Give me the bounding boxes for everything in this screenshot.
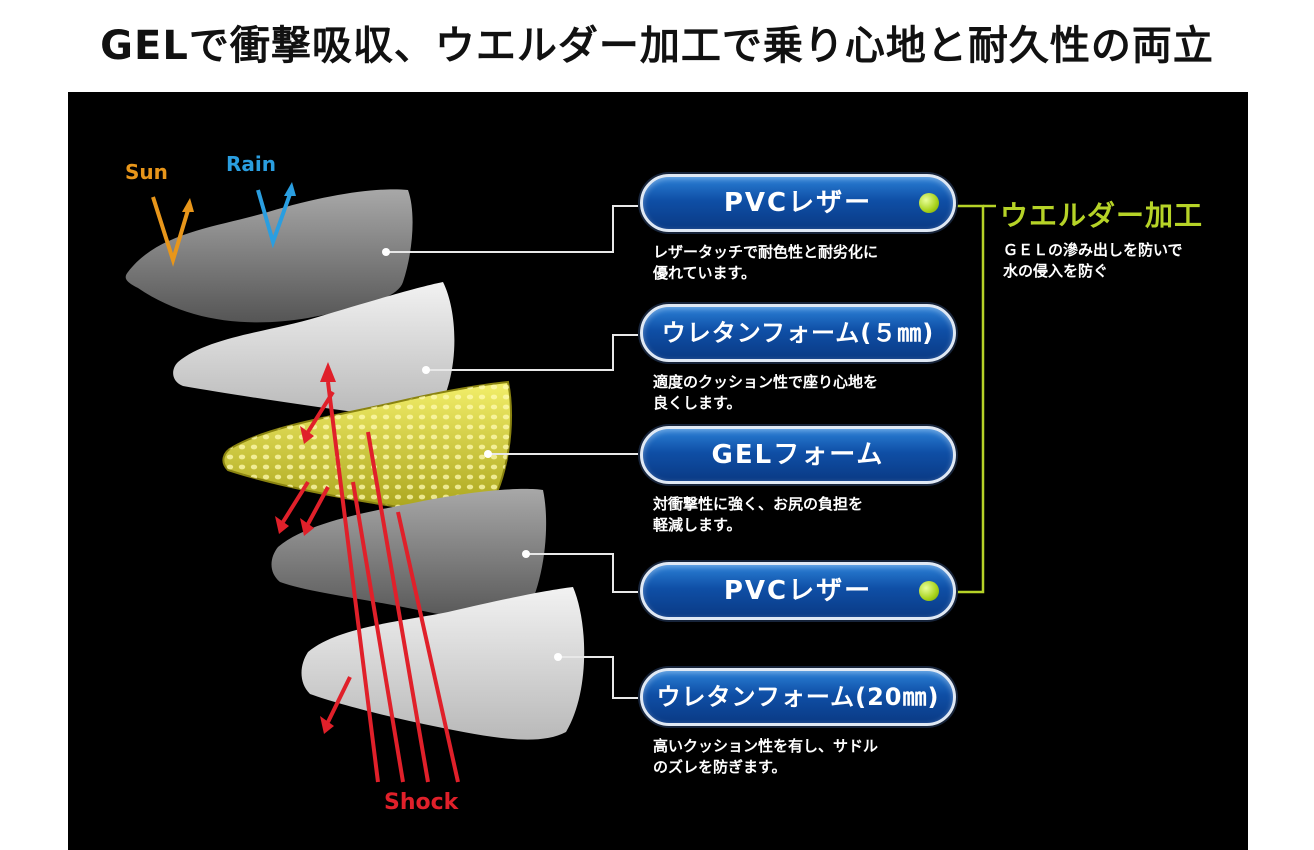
pill-label: ウレタンフォーム(20㎜) [656,683,940,711]
sun-arrow-icon [151,196,194,267]
desc-line: のズレを防ぎます。 [653,758,787,776]
desc-line: 適度のクッション性で座り心地を [653,373,879,391]
welder-title: ウエルダー加工 [1000,199,1204,232]
layer-urethane20-shape [301,587,585,740]
desc-line: ＧＥＬの滲み出しを防いで [1003,241,1183,259]
pvc-leather-top-pill: PVCレザー [640,174,956,232]
pill-label: ウレタンフォーム(５㎜) [661,319,935,347]
leader-lines [386,205,638,699]
leader-dots [382,248,562,661]
urethane-5mm-desc: 適度のクッション性で座り心地を 良くします。 [653,372,878,414]
welder-desc: ＧＥＬの滲み出しを防いで 水の侵入を防ぐ [1003,240,1183,282]
pvc-leather-bottom-pill: PVCレザー [640,562,956,620]
desc-line: 対衝撃性に強く、お尻の負担を [653,495,864,513]
pill-label: PVCレザー [723,188,873,218]
shock-label: Shock [384,790,459,815]
shock-rebound-arrows [275,390,352,734]
connector-dot-icon [919,581,939,601]
rain-arrow-icon [256,182,296,249]
layer-pvc-top-shape [125,189,413,323]
desc-line: レザータッチで耐色性と耐劣化に [653,243,879,261]
pvc-leather-top-desc: レザータッチで耐色性と耐劣化に 優れています。 [653,242,878,284]
desc-line: 水の侵入を防ぐ [1003,262,1109,280]
layer-urethane5-shape [173,282,455,417]
gel-foam-pill: GELフォーム [640,426,956,484]
page-title: GELで衝撃吸収、ウエルダー加工で乗り心地と耐久性の両立 [100,23,1214,69]
urethane-20mm-desc: 高いクッション性を有し、サドル のズレを防ぎます。 [653,736,878,778]
urethane-5mm-pill: ウレタンフォーム(５㎜) [640,304,956,362]
connector-dot-icon [919,193,939,213]
urethane-20mm-pill: ウレタンフォーム(20㎜) [640,668,956,726]
desc-line: 優れています。 [653,264,757,282]
diagram-panel: Sun Rain Shock PVCレザー レザータッチで耐色性と耐劣化に 優れ… [68,92,1248,850]
desc-line: 良くします。 [653,394,742,412]
welder-bracket [948,204,985,594]
pill-label: PVCレザー [723,576,873,606]
shock-arrow-icon [320,362,460,783]
desc-line: 軽減します。 [653,516,742,534]
desc-line: 高いクッション性を有し、サドル [653,737,879,755]
pill-label: GELフォーム [711,440,885,470]
layer-diagram [125,182,996,783]
layer-gel-bubbles [223,382,512,516]
gel-foam-desc: 対衝撃性に強く、お尻の負担を 軽減します。 [653,494,863,536]
sun-label: Sun [125,160,168,184]
rain-label: Rain [226,152,276,176]
